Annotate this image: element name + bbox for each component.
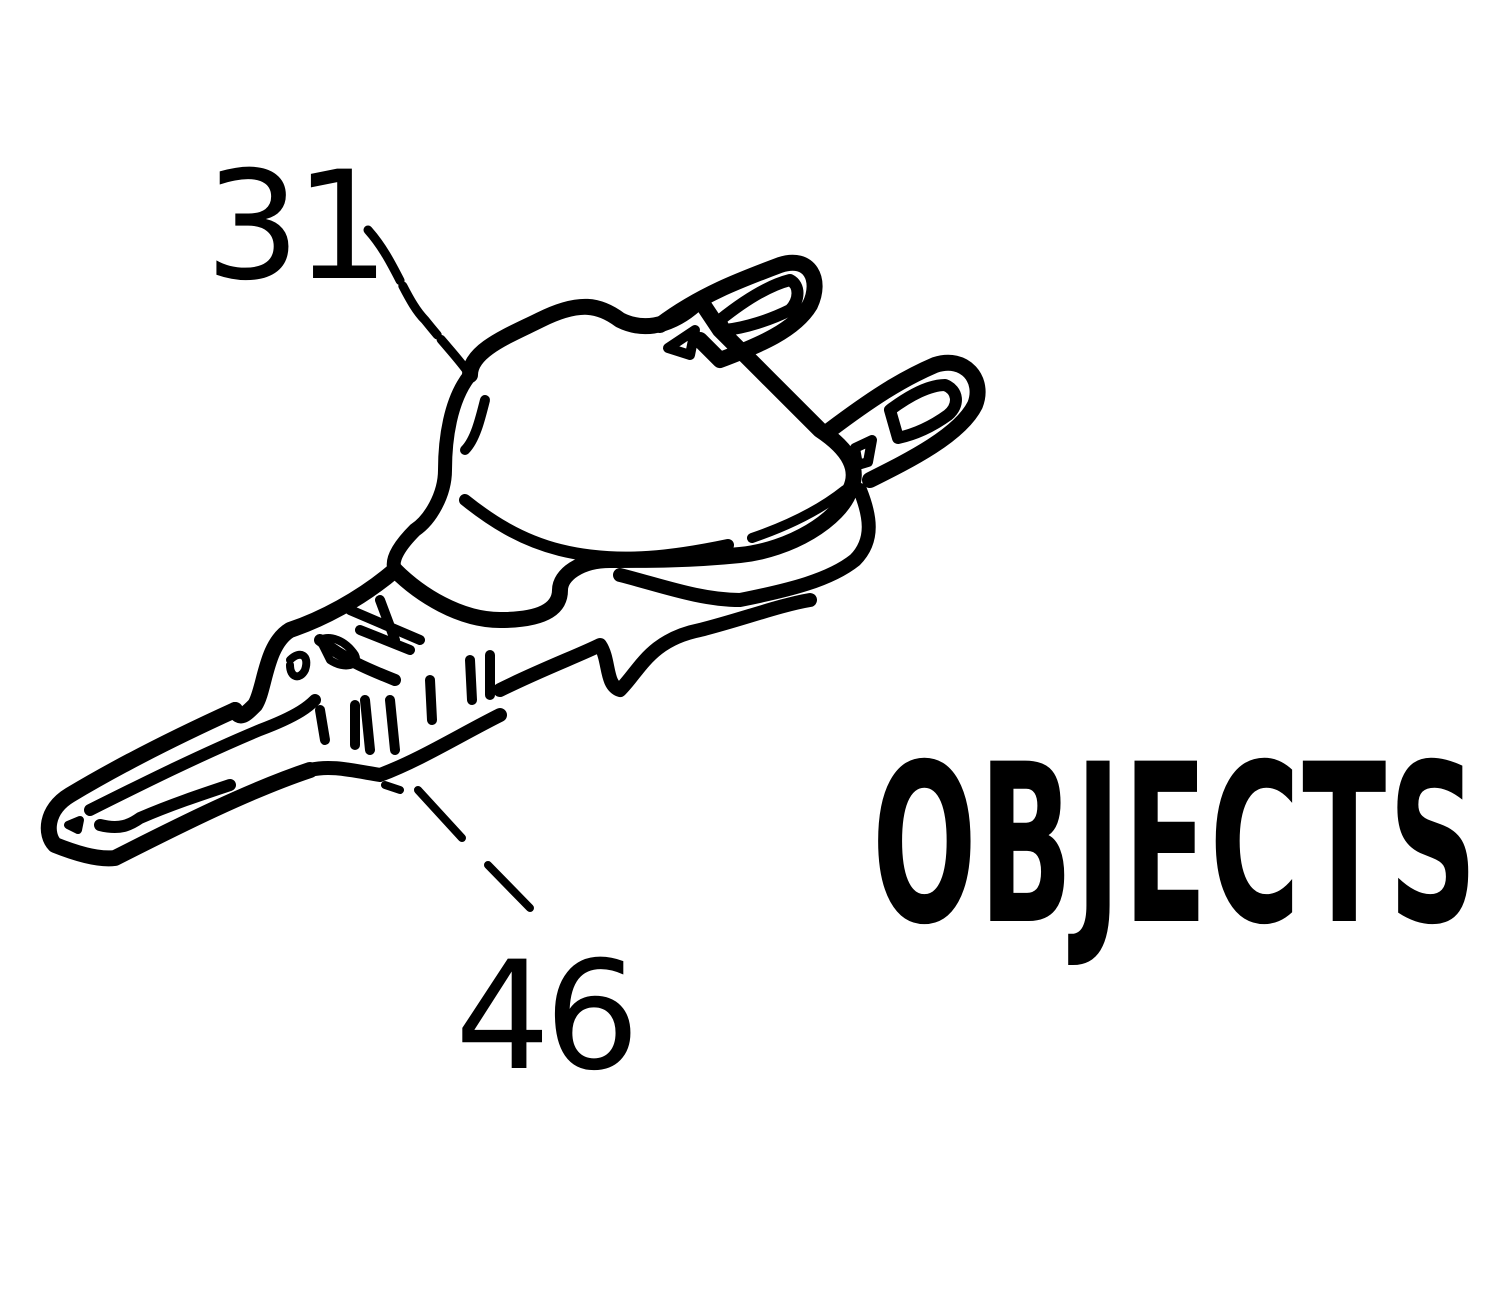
- upper-prong: [652, 254, 823, 368]
- lower-prong: [822, 354, 986, 488]
- leader-line-31: [363, 225, 475, 380]
- plug-collar: [227, 562, 817, 755]
- objects-title: OBJECTS: [872, 717, 1480, 973]
- plug-cord: [40, 694, 507, 867]
- leader-line-46: [381, 781, 534, 912]
- callout-label-31: 31: [205, 140, 384, 314]
- plug-body: [386, 292, 876, 628]
- callout-label-46: 46: [455, 930, 634, 1104]
